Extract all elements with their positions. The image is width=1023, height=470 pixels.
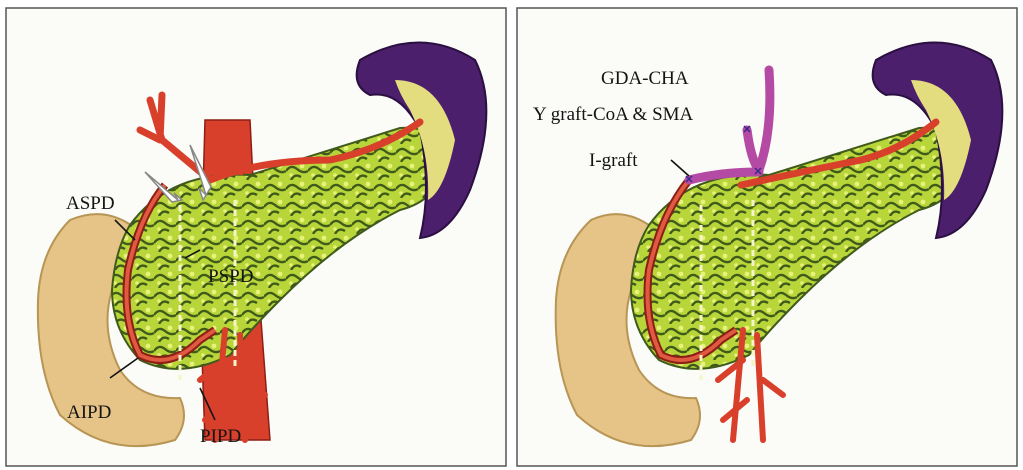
right-panel: GDA-CHA Y graft-CoA & SMA I-graft: [511, 0, 1022, 470]
label-pipd: PIPD: [200, 426, 241, 447]
label-gda-cha: GDA-CHA: [601, 68, 689, 89]
label-y-graft: Y graft-CoA & SMA: [533, 104, 694, 125]
label-aspd: ASPD: [66, 193, 115, 214]
label-i-graft: I-graft: [589, 150, 638, 171]
label-aipd: AIPD: [67, 402, 111, 423]
label-pspd: PSPD: [208, 266, 253, 287]
left-panel: ASPD PSPD AIPD PIPD: [0, 0, 511, 470]
